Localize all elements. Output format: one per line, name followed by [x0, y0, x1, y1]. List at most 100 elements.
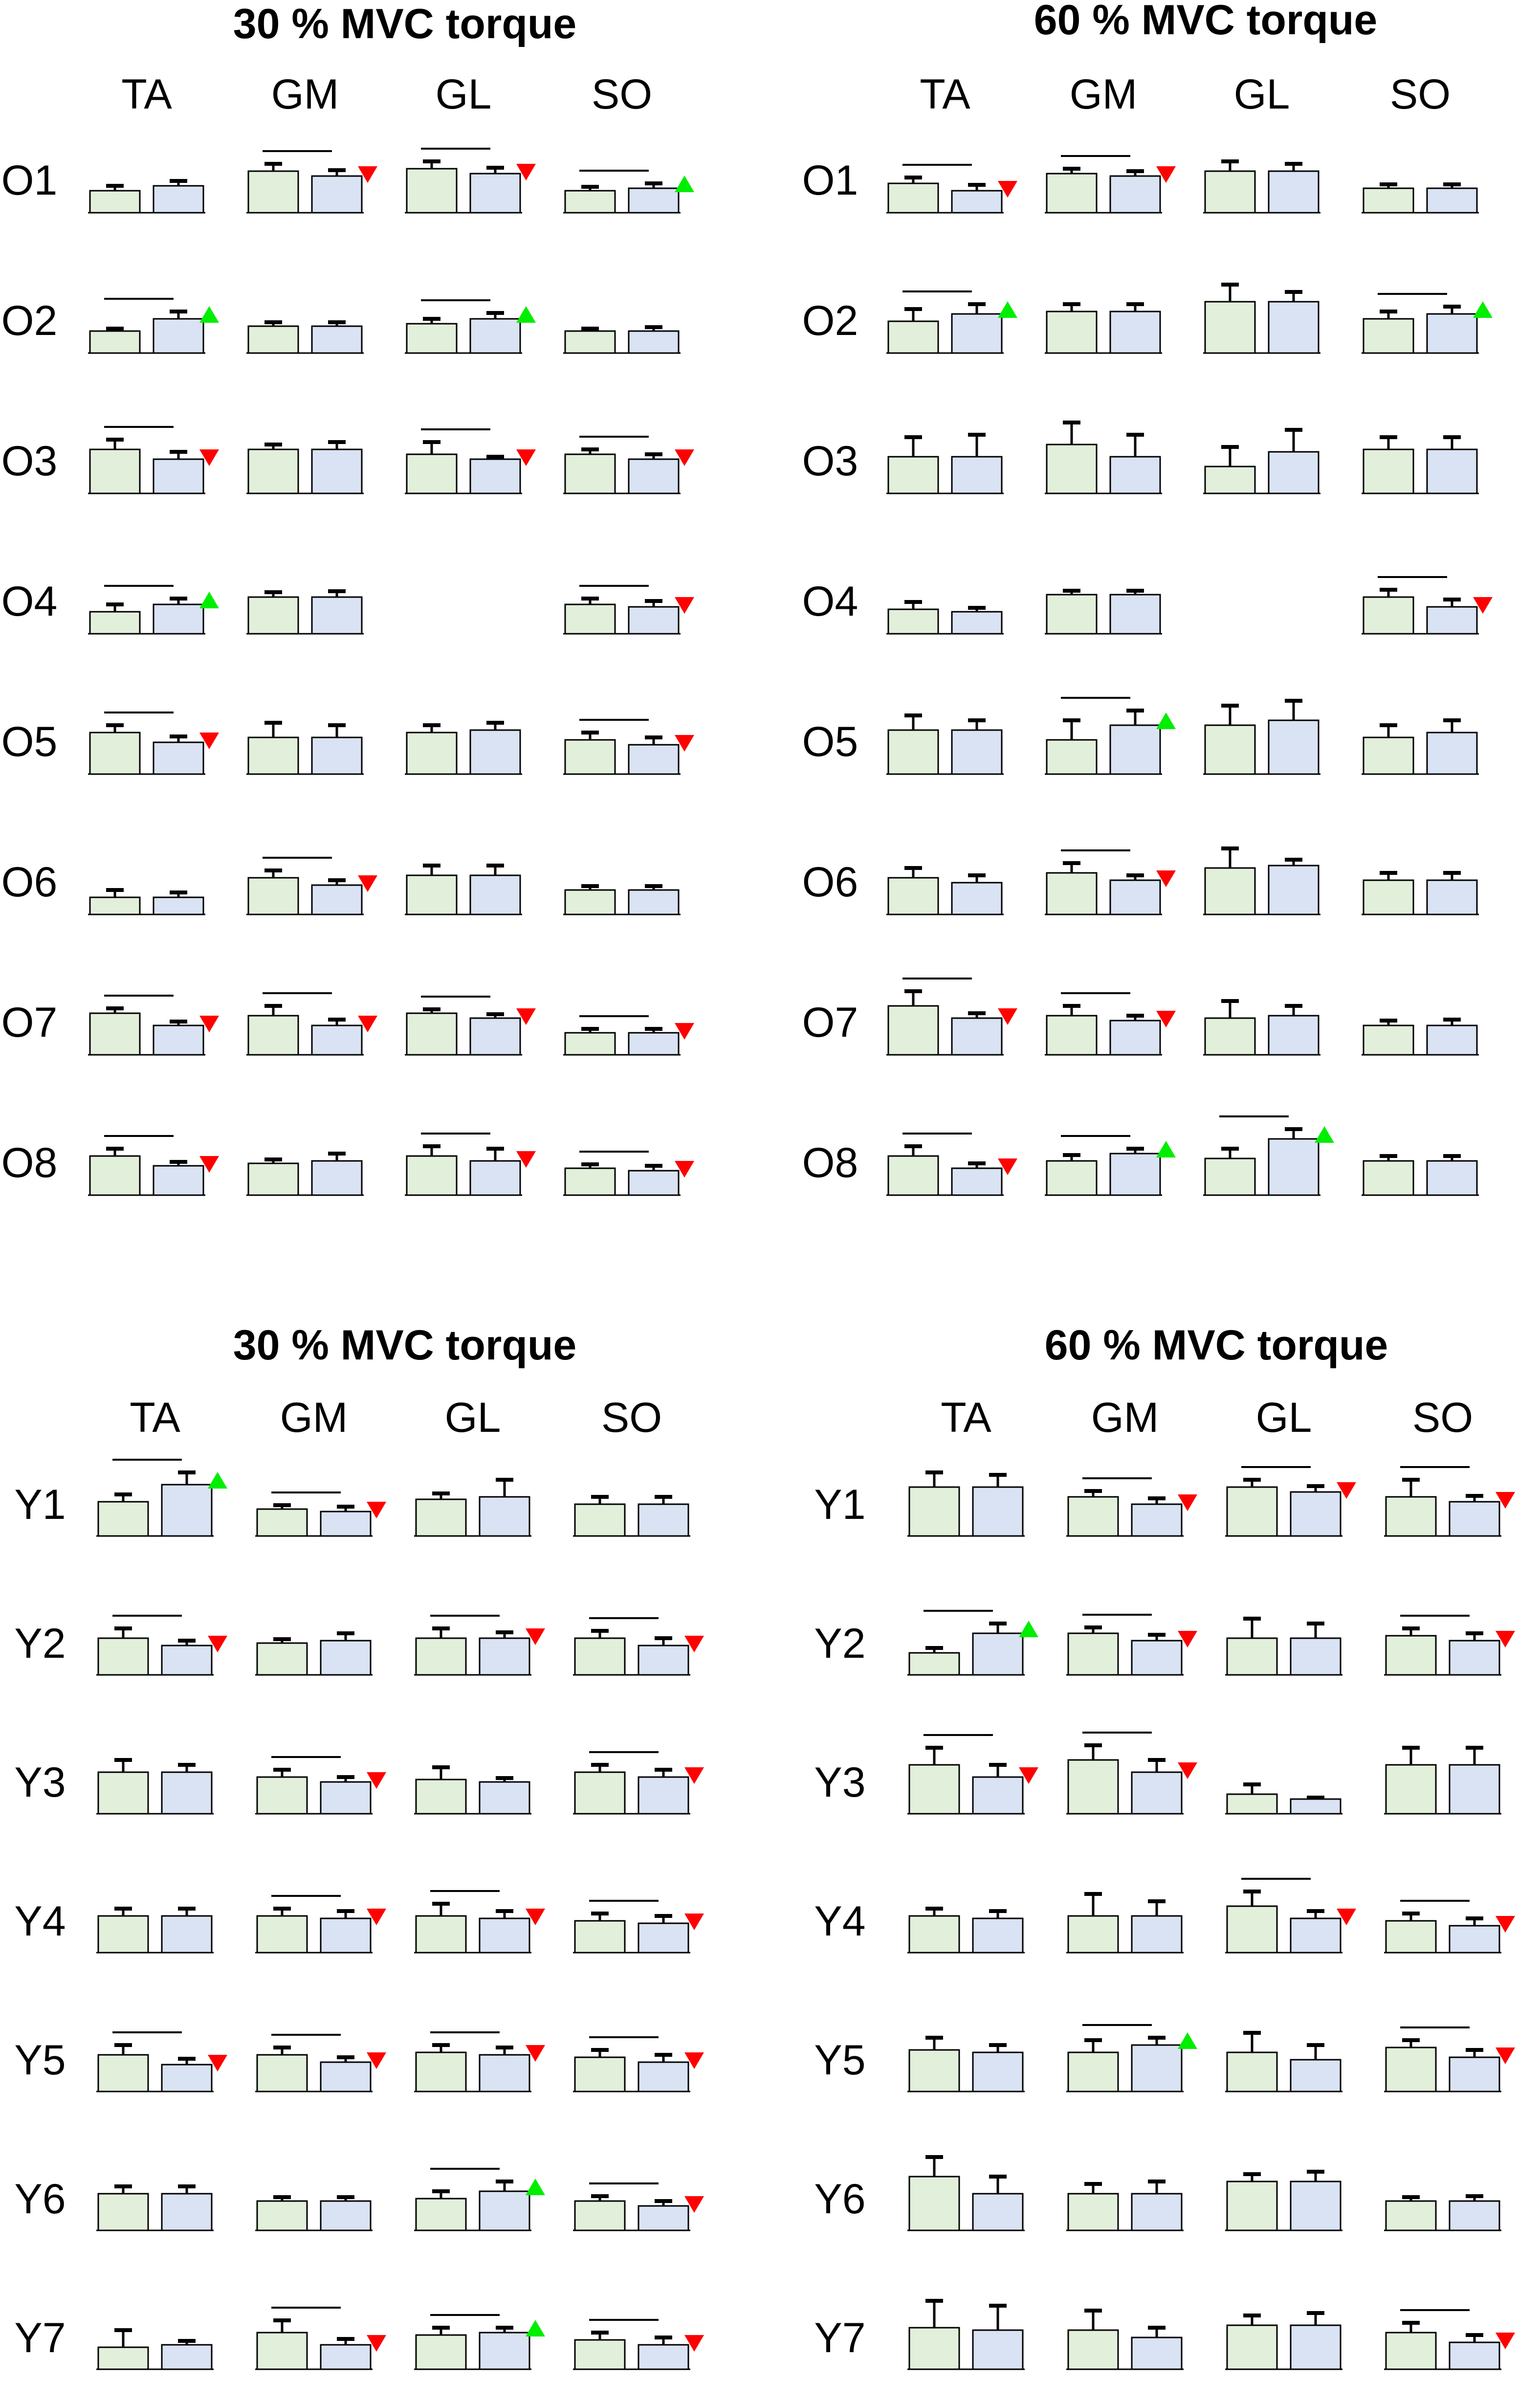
bar-condition-2	[311, 325, 363, 354]
bar-pair	[96, 1907, 214, 1954]
bar-condition-2	[972, 1776, 1024, 1815]
decrease-marker	[675, 1161, 694, 1178]
decrease-marker	[516, 1151, 536, 1168]
bar-condition-1	[1385, 2200, 1437, 2231]
bar-pair	[1384, 2026, 1515, 2092]
bar-pair	[1045, 1135, 1176, 1196]
bar-condition-1	[415, 2051, 467, 2092]
subject-label: Y7	[14, 2314, 66, 2361]
subject-label: Y5	[14, 2037, 66, 2084]
bar-condition-2	[951, 1167, 1003, 1196]
bar-condition-1	[1067, 2051, 1119, 2092]
bar-condition-1	[1046, 173, 1098, 214]
bar-condition-1	[574, 2056, 626, 2092]
subject-label: O4	[802, 578, 858, 625]
bar-condition-1	[1363, 1160, 1414, 1196]
subject-label: O1	[802, 157, 858, 204]
bar-condition-1	[574, 1503, 626, 1537]
bar-condition-1	[89, 190, 141, 214]
decrease-marker	[1473, 597, 1493, 614]
bar-condition-1	[97, 2193, 149, 2231]
panel-title: 30 % MVC torque	[233, 0, 576, 47]
decrease-marker	[684, 1636, 704, 1652]
muscle-label: GM	[1070, 71, 1138, 118]
bar-condition-2	[469, 729, 521, 775]
bar-condition-2	[153, 896, 204, 915]
muscle-label: SO	[1390, 71, 1451, 118]
bar-pair	[886, 600, 1004, 635]
bar-condition-1	[908, 1486, 960, 1537]
bar-pair	[1203, 999, 1320, 1056]
bar-condition-1	[908, 2327, 960, 2370]
bar-condition-2	[153, 318, 204, 354]
bar-pair	[1045, 155, 1176, 214]
bar-condition-1	[97, 2346, 149, 2370]
bar-condition-1	[89, 1155, 141, 1196]
decrease-marker	[675, 597, 694, 614]
bar-condition-1	[1226, 1486, 1278, 1537]
bar-pair	[405, 996, 536, 1056]
decrease-marker	[199, 1156, 219, 1173]
bar-pair	[1066, 1477, 1197, 1537]
bar-condition-1	[406, 732, 458, 775]
bar-condition-1	[1067, 1759, 1119, 1815]
subject-label: Y3	[14, 1759, 66, 1806]
bar-pair	[1045, 992, 1176, 1056]
bar-condition-2	[1449, 2200, 1500, 2231]
bar-condition-1	[1226, 2324, 1278, 2370]
subject-label: O4	[1, 578, 58, 625]
bar-condition-1	[89, 330, 141, 354]
bar-pair	[1045, 302, 1162, 354]
bar-condition-2	[1268, 170, 1320, 214]
bar-condition-2	[951, 313, 1003, 354]
bar-condition-1	[256, 2054, 308, 2092]
bar-pair	[255, 2195, 373, 2231]
bar-condition-1	[1385, 1635, 1437, 1676]
bar-condition-2	[1131, 1915, 1183, 1954]
bar-pair	[1384, 1746, 1501, 1815]
bar-condition-1	[247, 1162, 299, 1196]
bar-condition-1	[1046, 739, 1098, 775]
bar-pair	[1225, 2031, 1342, 2092]
bar-condition-2	[628, 606, 680, 635]
bar-condition-1	[406, 874, 458, 915]
bar-pair	[246, 857, 377, 915]
bar-condition-2	[1109, 594, 1161, 635]
bar-condition-1	[97, 1771, 149, 1815]
increase-marker	[1156, 1141, 1176, 1157]
decrease-marker	[1156, 1011, 1176, 1027]
bar-condition-1	[1046, 1160, 1098, 1196]
decrease-marker	[1496, 1631, 1515, 1647]
bar-pair	[96, 1758, 214, 1815]
bar-pair	[246, 150, 377, 214]
decrease-marker	[367, 1502, 386, 1518]
bar-pair	[414, 1615, 545, 1676]
bar-pair	[1203, 846, 1320, 915]
bar-pair	[573, 1495, 690, 1537]
bar-condition-1	[1363, 318, 1414, 354]
bar-condition-2	[469, 1160, 521, 1196]
bar-condition-1	[1226, 2181, 1278, 2231]
bar-condition-1	[1385, 1920, 1437, 1954]
bar-condition-2	[1109, 175, 1161, 214]
muscle-label: GL	[1234, 71, 1290, 118]
decrease-marker	[1337, 1909, 1356, 1925]
bar-condition-1	[564, 603, 616, 635]
bar-condition-1	[908, 1652, 960, 1676]
bar-condition-1	[97, 1915, 149, 1954]
bar-condition-1	[574, 2339, 626, 2370]
bar-condition-2	[1426, 879, 1478, 915]
bar-condition-2	[628, 330, 680, 354]
bar-condition-1	[1204, 466, 1256, 494]
bar-condition-2	[1426, 732, 1478, 775]
bar-condition-2	[311, 1024, 363, 1056]
bar-condition-1	[1067, 1915, 1119, 1954]
bar-condition-1	[415, 2198, 467, 2231]
bar-pair	[405, 1133, 536, 1196]
bar-condition-2	[951, 882, 1003, 915]
bar-pair	[886, 433, 1004, 494]
bar-pair	[1362, 293, 1493, 354]
bar-condition-2	[1109, 1153, 1161, 1196]
subject-label: O6	[1, 859, 58, 906]
subject-label: O3	[802, 438, 858, 485]
